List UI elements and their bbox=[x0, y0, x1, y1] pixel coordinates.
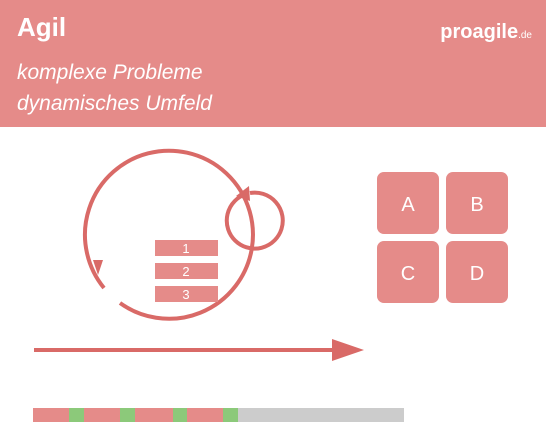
tile-d-label: D bbox=[470, 263, 484, 285]
backlog-item bbox=[155, 263, 218, 279]
backlog-item bbox=[155, 240, 218, 256]
progress-segment-red bbox=[33, 408, 69, 422]
tile-c bbox=[377, 241, 439, 303]
tile-a-label: A bbox=[401, 194, 415, 216]
tile-b-label: B bbox=[470, 194, 483, 216]
timeline-arrowhead bbox=[332, 339, 364, 361]
tile-b bbox=[446, 172, 508, 234]
progress-segment-green bbox=[173, 408, 187, 422]
progress-segment-green bbox=[69, 408, 84, 422]
progress-bar bbox=[33, 408, 404, 422]
progress-segment-red bbox=[84, 408, 120, 422]
subtitle-line-1: komplexe Probleme bbox=[17, 61, 203, 84]
tile-grid: A B C D bbox=[377, 172, 508, 303]
progress-segment-red bbox=[135, 408, 173, 422]
backlog-item-label: 1 bbox=[182, 241, 189, 256]
backlog-stack: 1 2 3 bbox=[155, 240, 218, 302]
backlog-item bbox=[155, 286, 218, 302]
backlog-item-label: 3 bbox=[182, 287, 189, 302]
feedback-arrowhead bbox=[236, 186, 250, 201]
tile-d bbox=[446, 241, 508, 303]
logo-tld: .de bbox=[518, 30, 532, 41]
header-banner: Agil komplexe Probleme dynamisches Umfel… bbox=[0, 0, 546, 127]
feedback-loop bbox=[224, 190, 285, 251]
iteration-circle bbox=[83, 148, 255, 321]
progress-segment-green bbox=[223, 408, 238, 422]
progress-segment-red bbox=[187, 408, 223, 422]
progress-segment-gray bbox=[238, 408, 404, 422]
backlog-item-label: 2 bbox=[182, 264, 189, 279]
logo-text: proagile bbox=[440, 21, 519, 43]
iteration-arrowhead bbox=[93, 260, 103, 275]
tile-c-label: C bbox=[401, 263, 415, 285]
agile-diagram: 1 2 3 A B C D bbox=[33, 148, 508, 422]
proagile-logo: proagile.de bbox=[440, 22, 532, 42]
tile-a bbox=[377, 172, 439, 234]
progress-segment-green bbox=[120, 408, 135, 422]
subtitle-line-2: dynamisches Umfeld bbox=[17, 92, 212, 115]
page-title: Agil bbox=[17, 12, 67, 42]
